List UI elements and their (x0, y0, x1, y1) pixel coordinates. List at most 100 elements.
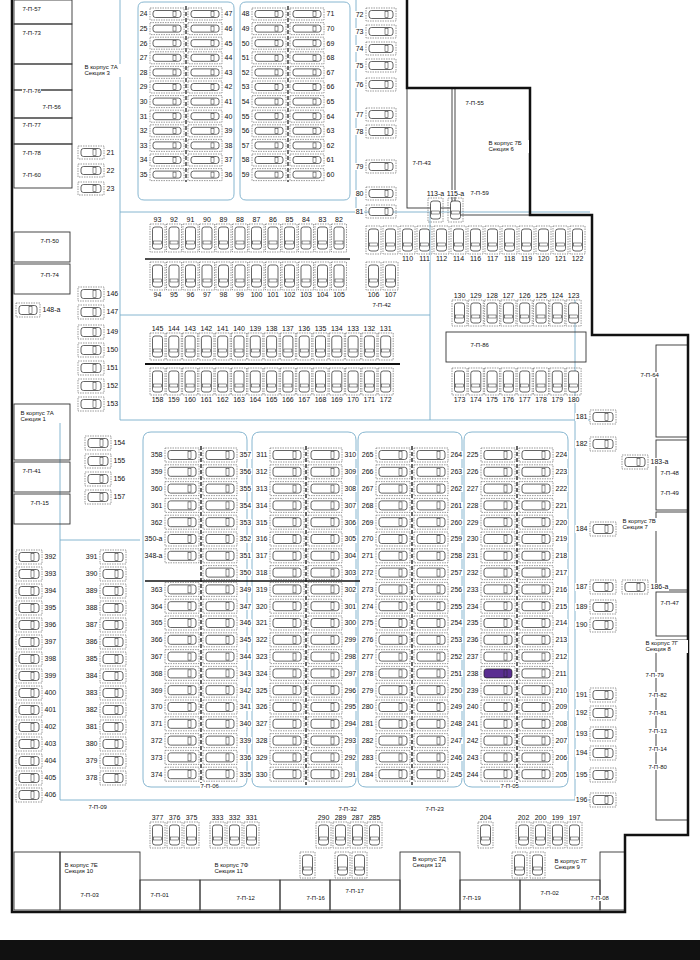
car-windshield (570, 315, 578, 318)
parking-space (270, 515, 304, 529)
parking-space (16, 720, 42, 734)
parking-space (590, 437, 616, 451)
parking-space (414, 717, 448, 731)
parking-space (566, 368, 581, 395)
space-number: 329 (255, 754, 268, 761)
car-windshield (302, 241, 310, 244)
car-icon (484, 619, 512, 628)
car-windshield (437, 468, 440, 475)
parking-space (414, 650, 448, 664)
car-windshield (404, 243, 412, 246)
space-number: 311 (256, 451, 268, 458)
car-icon (593, 691, 613, 700)
space-number: 227 (466, 485, 479, 492)
car-windshield (219, 384, 227, 387)
car-icon (593, 603, 613, 612)
car-icon (417, 719, 445, 728)
car-icon (81, 308, 101, 317)
car-windshield (504, 737, 507, 744)
car-icon (206, 484, 234, 493)
space-number: 130 (453, 292, 466, 299)
car-icon (522, 551, 550, 560)
space-number: 51 (241, 54, 250, 61)
car-icon (417, 535, 445, 544)
space-number: 219 (555, 535, 568, 542)
space-number: 229 (466, 519, 479, 526)
space-number: 181 (575, 413, 588, 420)
car-windshield (331, 586, 334, 593)
car-icon (168, 451, 196, 460)
car-icon (417, 518, 445, 527)
car-windshield (313, 128, 316, 133)
car-icon (168, 518, 196, 527)
parking-space (481, 566, 515, 580)
parking-space (308, 448, 342, 462)
parking-space (519, 549, 553, 563)
space-number: 221 (555, 502, 568, 509)
space-number: 138 (265, 325, 278, 332)
space-number: 281 (361, 720, 374, 727)
parking-space (570, 226, 585, 254)
car-windshield (188, 552, 191, 559)
car-icon (379, 652, 407, 661)
parking-space (481, 666, 515, 680)
car-icon (285, 227, 295, 249)
car-windshield (456, 384, 464, 387)
car-icon (484, 719, 512, 728)
space-number: 339 (239, 737, 252, 744)
car-windshield (31, 707, 34, 714)
car-icon (273, 535, 301, 544)
car-windshield (115, 775, 118, 782)
car-windshield (331, 620, 334, 627)
parking-space (270, 683, 304, 697)
parking-space (199, 333, 214, 360)
car-icon (255, 127, 283, 134)
car-icon (369, 265, 379, 287)
car-windshield (437, 636, 440, 643)
car-icon (573, 229, 583, 251)
car-icon (522, 229, 532, 251)
parking-space (188, 8, 222, 20)
car-icon (417, 635, 445, 644)
parking-space (366, 42, 396, 55)
car-icon (219, 227, 229, 249)
car-windshield (605, 797, 608, 804)
car-icon (334, 227, 344, 249)
space-number: 226 (466, 468, 479, 475)
parking-space (517, 300, 532, 326)
room-label: 7-П-77 (22, 122, 41, 128)
space-number: 30 (139, 98, 148, 105)
space-number: 166 (282, 396, 295, 403)
parking-space (378, 368, 393, 395)
car-icon (285, 265, 295, 287)
car-icon (273, 669, 301, 678)
space-number: 268 (361, 502, 374, 509)
car-windshield (188, 468, 191, 475)
space-number: 351 (239, 552, 252, 559)
space-number: 195 (575, 771, 588, 778)
car-icon (484, 686, 512, 695)
space-number: 207 (555, 737, 568, 744)
space-number: 92 (170, 216, 179, 223)
space-number: 33 (139, 142, 148, 149)
room-wall (600, 852, 625, 910)
car-windshield (571, 837, 579, 840)
parking-space (468, 368, 483, 395)
parking-space (85, 436, 111, 450)
parking-space (622, 455, 648, 469)
car-icon (103, 570, 123, 579)
room-wall (656, 345, 688, 437)
car-windshield (115, 622, 118, 629)
room-wall (14, 144, 72, 188)
space-number: 139 (249, 325, 262, 332)
parking-space (100, 550, 126, 564)
car-icon (379, 568, 407, 577)
parking-space (315, 262, 330, 290)
space-number: 391 (85, 553, 98, 560)
parking-space (78, 287, 104, 301)
parking-space (519, 599, 553, 613)
car-icon (255, 25, 283, 32)
parking-space (519, 465, 553, 479)
car-icon (103, 757, 123, 766)
parking-space (451, 226, 466, 254)
